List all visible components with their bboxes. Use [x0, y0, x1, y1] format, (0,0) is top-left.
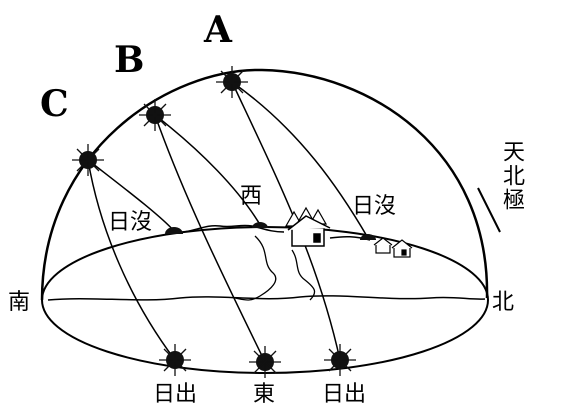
celestial-dome — [40, 68, 489, 301]
sun-icon — [139, 99, 171, 131]
river-right — [291, 249, 316, 301]
sun-path-b-upper — [154, 114, 263, 229]
sun-icon — [216, 66, 248, 98]
sun-icon — [72, 144, 104, 176]
sunset-right-label: 日沒 — [352, 194, 397, 219]
sun-icon — [249, 346, 281, 378]
sun-path-b — [154, 114, 266, 363]
sun-icon — [324, 344, 356, 376]
pole-axis — [477, 187, 501, 233]
sunrise-left-label: 日出 — [153, 382, 198, 407]
setting-sun-icon — [252, 222, 268, 228]
sun-icon — [159, 344, 191, 376]
setting-sun-icon — [165, 227, 183, 234]
north-label: 北 — [492, 290, 515, 315]
house-icon — [287, 215, 331, 247]
river — [234, 235, 277, 301]
celestial-pole-label: 天北極 — [499, 140, 524, 212]
west-label: 西 — [240, 184, 263, 209]
setting-sun-icon — [360, 234, 376, 240]
ground-contour — [47, 295, 486, 301]
hills — [174, 224, 285, 234]
sunset-left-label: 日沒 — [108, 210, 153, 235]
south-label: 南 — [8, 290, 31, 315]
house-icon — [373, 237, 413, 258]
sun-path-a-upper — [231, 81, 369, 239]
path-b-label: B — [114, 39, 145, 81]
sun-path-c — [87, 159, 176, 361]
sunrise-right-label: 日出 — [322, 382, 367, 407]
sun-path-c-upper — [87, 159, 176, 233]
path-c-label: C — [40, 83, 69, 125]
path-a-label: A — [204, 9, 232, 51]
east-label: 東 — [253, 382, 276, 407]
